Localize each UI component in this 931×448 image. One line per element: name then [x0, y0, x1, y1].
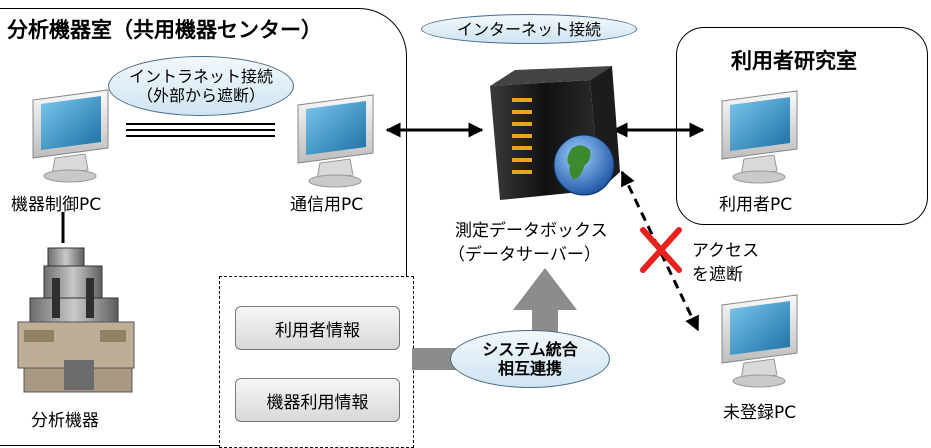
access-block-line2: を遮断 — [692, 265, 743, 285]
server-icon — [490, 66, 620, 200]
unregistered-pc-label: 未登録PC — [723, 403, 797, 423]
control-pc-monitor-icon — [32, 89, 109, 183]
equipment-usage-info-label: 機器利用情報 — [266, 392, 369, 413]
user-room-title: 利用者研究室 — [731, 49, 857, 73]
instrument-label: 分析機器 — [31, 411, 99, 431]
control-pc-label: 機器制御PC — [11, 195, 102, 215]
block-x-icon — [640, 227, 682, 273]
user-info-label: 利用者情報 — [275, 320, 360, 341]
instrument-icon — [17, 247, 135, 393]
user-pc-monitor-icon — [721, 90, 798, 184]
server-label-line2: （データサーバー） — [448, 245, 601, 265]
comm-pc-label: 通信用PC — [290, 195, 364, 215]
intranet-bubble-line1: イントラネット接続 — [128, 67, 273, 86]
intranet-bubble: イントラネット接続 （外部から遮断） — [108, 56, 294, 116]
server-label-line1: 測定データボックス — [455, 221, 608, 241]
access-block-line1: アクセス — [692, 241, 760, 261]
user-pc-label: 利用者PC — [719, 195, 793, 215]
comm-pc-monitor-icon — [297, 94, 374, 188]
integration-bubble-line2: 相互連携 — [497, 359, 562, 378]
intranet-bubble-line2: （外部から遮断） — [136, 86, 265, 105]
user-room-zone — [676, 27, 928, 225]
integration-bubble-line1: システム統合 — [482, 340, 578, 359]
lab-zone-title: 分析機器室（共用機器センター） — [7, 18, 322, 42]
internet-bubble: インターネット接続 — [421, 14, 637, 44]
unregistered-pc-monitor-icon — [721, 294, 798, 388]
user-info-box: 利用者情報 — [235, 306, 400, 350]
internet-bubble-label: インターネット接続 — [456, 19, 601, 39]
equipment-usage-info-box: 機器利用情報 — [235, 378, 400, 422]
integration-bubble: システム統合 相互連携 — [450, 330, 610, 388]
intranet-cable — [126, 123, 275, 137]
